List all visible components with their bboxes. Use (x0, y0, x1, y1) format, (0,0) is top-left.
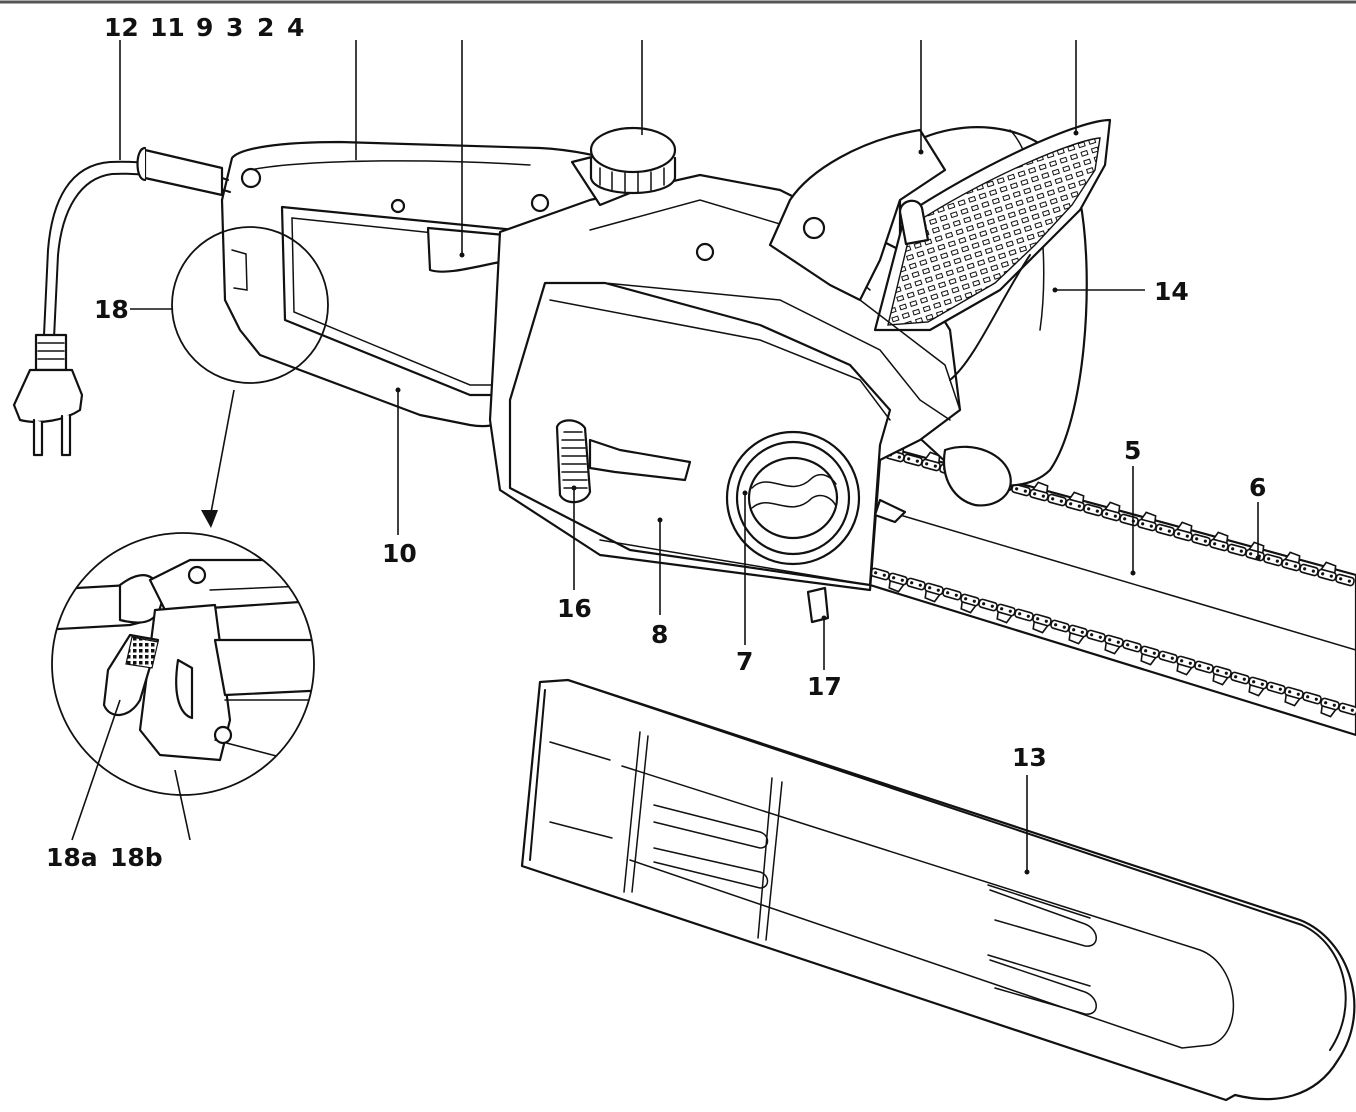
label-18: 18 (94, 295, 129, 324)
label-17: 17 (807, 672, 842, 701)
label-3: 3 (226, 13, 243, 42)
part-labels: 12 11 9 3 2 4 14 18 10 16 8 7 17 5 6 13 … (46, 13, 1266, 872)
label-18a: 18a (46, 843, 98, 872)
chainsaw-body (220, 118, 1112, 624)
label-8: 8 (651, 620, 668, 649)
label-4: 4 (287, 13, 304, 42)
label-5: 5 (1124, 436, 1141, 465)
label-9: 9 (196, 13, 213, 42)
label-13: 13 (1012, 743, 1047, 772)
label-11: 11 (150, 13, 185, 42)
label-12: 12 (104, 13, 139, 42)
label-2: 2 (257, 13, 274, 42)
label-6: 6 (1249, 473, 1266, 502)
power-cable-and-plug (12, 146, 231, 457)
chain-guard-scabbard (520, 678, 1356, 1102)
guide-bar-and-chain (858, 438, 1356, 737)
label-14: 14 (1154, 277, 1189, 306)
leader-lines (71, 40, 1261, 875)
detail-inset-circle (51, 532, 315, 796)
label-18b: 18b (110, 843, 163, 872)
label-7: 7 (736, 647, 753, 676)
detail-highlight-circle (171, 226, 329, 528)
label-16: 16 (557, 594, 592, 623)
label-10: 10 (382, 539, 417, 568)
